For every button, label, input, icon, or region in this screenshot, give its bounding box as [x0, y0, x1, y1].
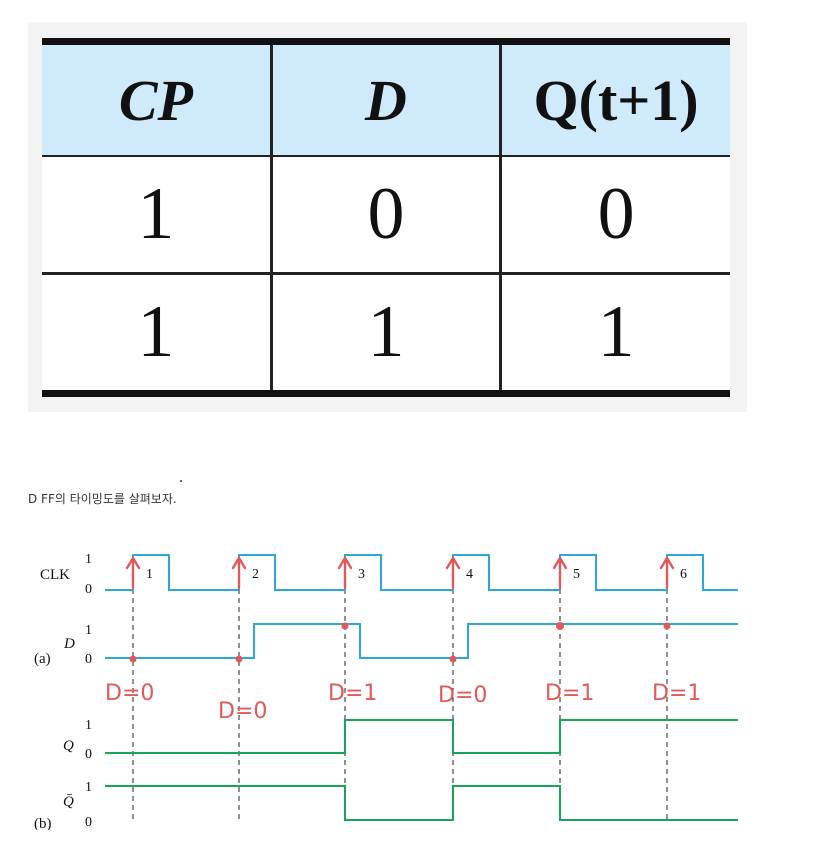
clock-edge-number: 4	[466, 567, 473, 582]
sample-point-dot	[129, 655, 137, 663]
clk-low-label: 0	[85, 582, 92, 597]
rising-edge-arrow-icon	[231, 555, 247, 590]
cell-q: 0	[499, 156, 730, 275]
d-waveform	[105, 623, 738, 659]
d-value-annotation: D=1	[545, 681, 594, 706]
table-row: 1 0 0	[42, 156, 730, 275]
clock-edge-number: 6	[680, 567, 687, 582]
header-cp: CP	[42, 41, 273, 157]
clock-edge-number: 3	[358, 567, 365, 582]
clock-edge-number: 5	[573, 567, 580, 582]
rising-edge-arrow-icon	[659, 555, 675, 590]
d-label: D	[63, 636, 75, 652]
group-b-label: (b)	[34, 816, 52, 830]
d-value-annotation: D=1	[652, 681, 701, 706]
truth-table-panel: CP D Q(t+1) 1 0 0 1 1 1	[28, 22, 747, 412]
qbar-label: Q̄	[63, 794, 74, 810]
sample-point-dot	[449, 655, 457, 663]
clk-label: CLK	[40, 567, 70, 583]
group-a-label: (a)	[34, 651, 51, 667]
d-value-annotation: D=0	[438, 683, 487, 708]
q-low-label: 0	[85, 747, 92, 762]
q-label: Q	[63, 738, 74, 754]
sample-point-dot	[663, 622, 671, 630]
header-q-next: Q(t+1)	[499, 41, 730, 157]
qbar-waveform	[105, 785, 738, 821]
q-waveform	[105, 719, 738, 754]
rising-edge-arrow-icon	[445, 555, 461, 590]
rising-edge-arrow-icon	[552, 555, 568, 590]
clock-edge-number: 2	[252, 567, 259, 582]
cell-q: 1	[499, 273, 730, 394]
sample-point-dot	[341, 622, 349, 630]
timing-diagram: CLK 1 0 D (a) 1 0 Q 1 0 Q̄ (b) 1 0 1 2 3 4 5…	[34, 552, 738, 830]
qbar-high-label: 1	[85, 780, 92, 795]
d-value-annotation: D=1	[328, 681, 377, 706]
cell-cp: 1	[42, 273, 273, 394]
header-d: D	[269, 41, 503, 157]
cell-d: 0	[269, 156, 503, 275]
d-value-annotation: D=0	[218, 699, 267, 724]
clock-edge-number: 1	[146, 567, 153, 582]
d-value-annotation: D=0	[105, 681, 154, 706]
clk-high-label: 1	[85, 552, 92, 567]
d-high-label: 1	[85, 623, 92, 638]
rising-edge-arrow-icon	[337, 555, 353, 590]
cell-d: 1	[269, 273, 503, 394]
sample-point-dot	[235, 655, 243, 663]
caption-text: D FF의 타이밍도를 살펴보자.	[28, 492, 177, 506]
stray-dot	[180, 480, 182, 482]
table-row: 1 1 1	[42, 273, 730, 394]
q-high-label: 1	[85, 718, 92, 733]
d-low-label: 0	[85, 652, 92, 667]
truth-table: CP D Q(t+1) 1 0 0 1 1 1	[42, 38, 730, 397]
cell-cp: 1	[42, 156, 273, 275]
qbar-low-label: 0	[85, 815, 92, 830]
sample-point-dot	[556, 622, 564, 630]
rising-edge-arrow-icon	[125, 555, 141, 590]
clk-waveform	[105, 554, 738, 591]
